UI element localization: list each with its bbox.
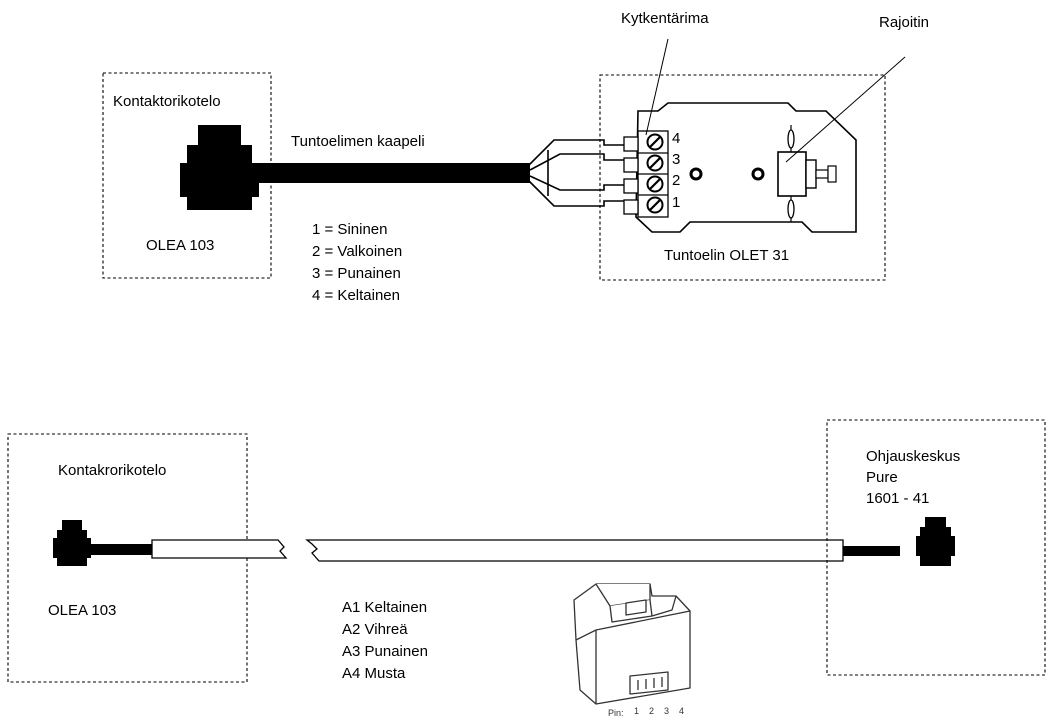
top-sensor-box <box>599 74 886 281</box>
bottom-right-jack-icon <box>916 517 955 566</box>
terminal-leader-line <box>645 38 669 136</box>
bottom-wire-color-4: A4 Musta <box>342 665 406 682</box>
bottom-left-jack-icon <box>53 520 91 566</box>
rj-connector-icon <box>573 583 691 705</box>
top-contactor-box-label: Kontaktorikotelo <box>113 93 221 110</box>
limiter-switch <box>777 125 837 222</box>
top-wire-color-1: 1 = Sininen <box>312 221 387 238</box>
mounting-hole-icon <box>751 167 765 181</box>
bottom-right-lead <box>843 546 900 556</box>
top-wire-color-3: 3 = Punainen <box>312 265 401 282</box>
pin-number-4: 4 <box>679 706 684 716</box>
terminal-number-1: 1 <box>672 194 680 211</box>
terminal-number-3: 3 <box>672 151 680 168</box>
top-wire-color-2: 2 = Valkoinen <box>312 243 402 260</box>
bottom-left-lead <box>91 544 153 555</box>
terminal-number-2: 2 <box>672 172 680 189</box>
terminal-number-4: 4 <box>672 130 680 147</box>
top-wire-fanout <box>527 139 624 207</box>
pin-number-2: 2 <box>649 706 654 716</box>
limiter-label: Rajoitin <box>879 14 929 31</box>
pin-number-1: 1 <box>634 706 639 716</box>
control-unit-line-2: Pure <box>866 469 898 486</box>
bottom-wire-legend: A1 Keltainen A2 Vihreä A3 Punainen A4 Mu… <box>342 599 428 682</box>
pin-prefix: Pin: <box>608 708 624 718</box>
screw-icon <box>646 175 664 193</box>
top-contactor-model: OLEA 103 <box>146 237 214 254</box>
bottom-wire-color-1: A1 Keltainen <box>342 599 427 616</box>
screw-icon <box>646 154 664 172</box>
bottom-diagram: Kontakrorikotelo OLEA 103 Ohjauskeskus P… <box>7 419 1046 718</box>
sensor-label: Tuntoelin OLET 31 <box>664 247 789 264</box>
screw-icon <box>646 196 664 214</box>
pin-number-3: 3 <box>664 706 669 716</box>
control-unit-line-3: 1601 - 41 <box>866 490 929 507</box>
control-unit-line-1: Ohjauskeskus <box>866 448 960 465</box>
mounting-hole-icon <box>689 167 703 181</box>
top-cable-label: Tuntoelimen kaapeli <box>291 133 425 150</box>
bottom-cable <box>151 539 844 562</box>
top-jack-icon <box>180 125 259 210</box>
terminal-screws <box>646 133 664 214</box>
limiter-leader-line <box>785 56 906 163</box>
bottom-contactor-model: OLEA 103 <box>48 602 116 619</box>
top-diagram: Kontaktorikotelo OLEA 103 Tuntoelimen ka… <box>102 10 929 304</box>
bottom-wire-color-3: A3 Punainen <box>342 643 428 660</box>
top-cable <box>258 163 530 183</box>
top-sensor-body <box>635 102 857 233</box>
top-wire-color-4: 4 = Keltainen <box>312 287 400 304</box>
terminal-label: Kytkentärima <box>621 10 709 27</box>
top-wire-legend: 1 = Sininen 2 = Valkoinen 3 = Punainen 4… <box>312 221 402 304</box>
screw-icon <box>646 133 664 151</box>
bottom-wire-color-2: A2 Vihreä <box>342 621 408 638</box>
bottom-contactor-box-label: Kontakrorikotelo <box>58 462 166 479</box>
